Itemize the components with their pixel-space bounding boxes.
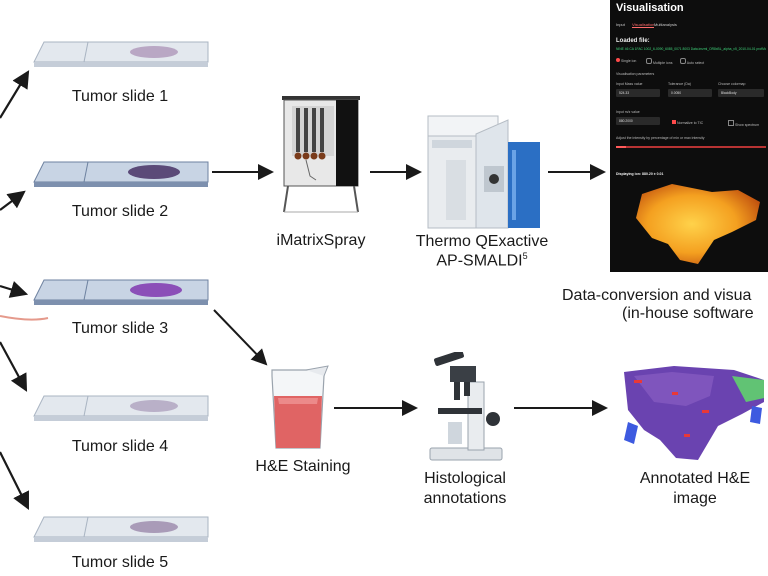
tumor-slide-3 <box>33 279 209 305</box>
tissue-1 <box>130 46 178 58</box>
software-screenshot: Visualisation Input Visualisation Multia… <box>610 0 768 272</box>
tissue-5 <box>130 521 178 533</box>
section-label: Visualisation parameters <box>616 72 655 76</box>
slide-2-label: Tumor slide 2 <box>71 203 169 220</box>
arrow-to-slide-1 <box>0 70 30 119</box>
arrow-to-slide-3 <box>0 281 29 298</box>
thermo-label-line1: Thermo QExactive <box>415 233 549 250</box>
tumor-slide-1 <box>33 41 209 67</box>
show-spectrum-label: Show spectrum <box>734 123 760 127</box>
annotated-he-image <box>614 362 768 468</box>
histo-label-line2: annotations <box>423 490 507 507</box>
mz-value-field[interactable]: 880.2000 <box>616 117 660 125</box>
mass-spectrometer-icon <box>427 115 540 229</box>
thermo-label-text: AP-SMALDI <box>436 252 523 270</box>
tab-visualisation: Visualisation <box>632 22 655 28</box>
show-spectrum-checkbox[interactable]: Show spectrum <box>728 120 759 127</box>
mode-auto: Auto select <box>680 58 704 65</box>
tissue-3 <box>130 283 182 297</box>
colormap-select[interactable]: BlackBody <box>718 89 764 97</box>
tumor-slide-4 <box>33 395 209 421</box>
arrow-to-slide-4 <box>0 341 28 392</box>
mode-single-label: Single ion <box>620 59 637 63</box>
mode-multiple-label: Multiple ions <box>652 61 673 65</box>
field-label-1: Input Mass value <box>616 82 643 86</box>
slider-label: Adjust the intensity by percentage of mi… <box>616 136 705 140</box>
thermo-reference: 5 <box>522 251 528 261</box>
loaded-file: NINE 46 CA 1FAC 1002_6-0090_6085_0071 80… <box>616 47 766 51</box>
dataconv-label-line2: (in-house software <box>622 305 754 322</box>
tab-multianalysis: Multianalysis <box>654 22 677 27</box>
mode-single: Single ion <box>616 58 636 63</box>
loaded-label: Loaded file: <box>616 38 650 44</box>
field-label-2: Tolerance (Da) <box>668 82 691 86</box>
arrow-to-slide-2 <box>0 190 26 211</box>
tolerance-field[interactable]: 0.0050 <box>668 89 712 97</box>
ion-heatmap-image <box>636 184 760 264</box>
colormap-value: BlackBody <box>721 91 737 95</box>
annotated-label-line2: image <box>673 490 717 507</box>
normalize-checkbox[interactable]: Normalize to TIC <box>672 120 703 125</box>
slide-3-label: Tumor slide 3 <box>71 320 169 337</box>
imatrixspray-label: iMatrixSpray <box>276 232 366 249</box>
pink-curve <box>0 315 49 321</box>
mode-multiple: Multiple ions <box>646 58 672 65</box>
dataconv-label-line1: Data-conversion and visua <box>562 287 752 304</box>
checkbox-empty-icon <box>728 120 734 126</box>
slide-1-label: Tumor slide 1 <box>71 88 169 105</box>
field-label-3: Choose colormap <box>718 82 746 86</box>
intensity-slider-track[interactable] <box>616 146 766 148</box>
histo-label-line1: Histological <box>424 470 506 487</box>
display-text: Displaying ion: 880.20 ± 0.01 <box>616 172 664 176</box>
slide-4-label: Tumor slide 4 <box>71 438 169 455</box>
arrow-slide3-to-he <box>213 309 268 366</box>
tumor-slide-5 <box>33 516 209 542</box>
he-staining-label: H&E Staining <box>255 458 351 475</box>
tissue-2 <box>128 165 180 179</box>
imatrixspray-device-icon <box>282 96 360 213</box>
field-label-4: Input m/z value <box>616 110 640 114</box>
mass-value: 524.33 <box>619 91 630 95</box>
tab-input: Input <box>616 22 625 27</box>
panel-title: Visualisation <box>616 2 684 14</box>
slide-5-label: Tumor slide 5 <box>71 554 169 571</box>
intensity-slider-handle[interactable] <box>616 146 626 148</box>
he-staining-beaker-icon <box>271 365 329 449</box>
microscope-icon <box>429 352 503 461</box>
tolerance-value: 0.0050 <box>671 91 682 95</box>
annotated-label-line1: Annotated H&E <box>639 470 751 487</box>
normalize-label: Normalize to TIC <box>676 121 704 125</box>
mz-value: 880.2000 <box>619 119 633 123</box>
tumor-slide-2 <box>33 161 209 187</box>
checkbox-checked-icon <box>672 120 676 124</box>
mode-auto-label: Auto select <box>686 61 705 65</box>
mass-value-field[interactable]: 524.33 <box>616 89 660 97</box>
thermo-label-line2: AP-SMALDI5 <box>402 251 562 270</box>
tissue-4 <box>130 400 178 412</box>
arrow-to-slide-5 <box>0 451 29 510</box>
